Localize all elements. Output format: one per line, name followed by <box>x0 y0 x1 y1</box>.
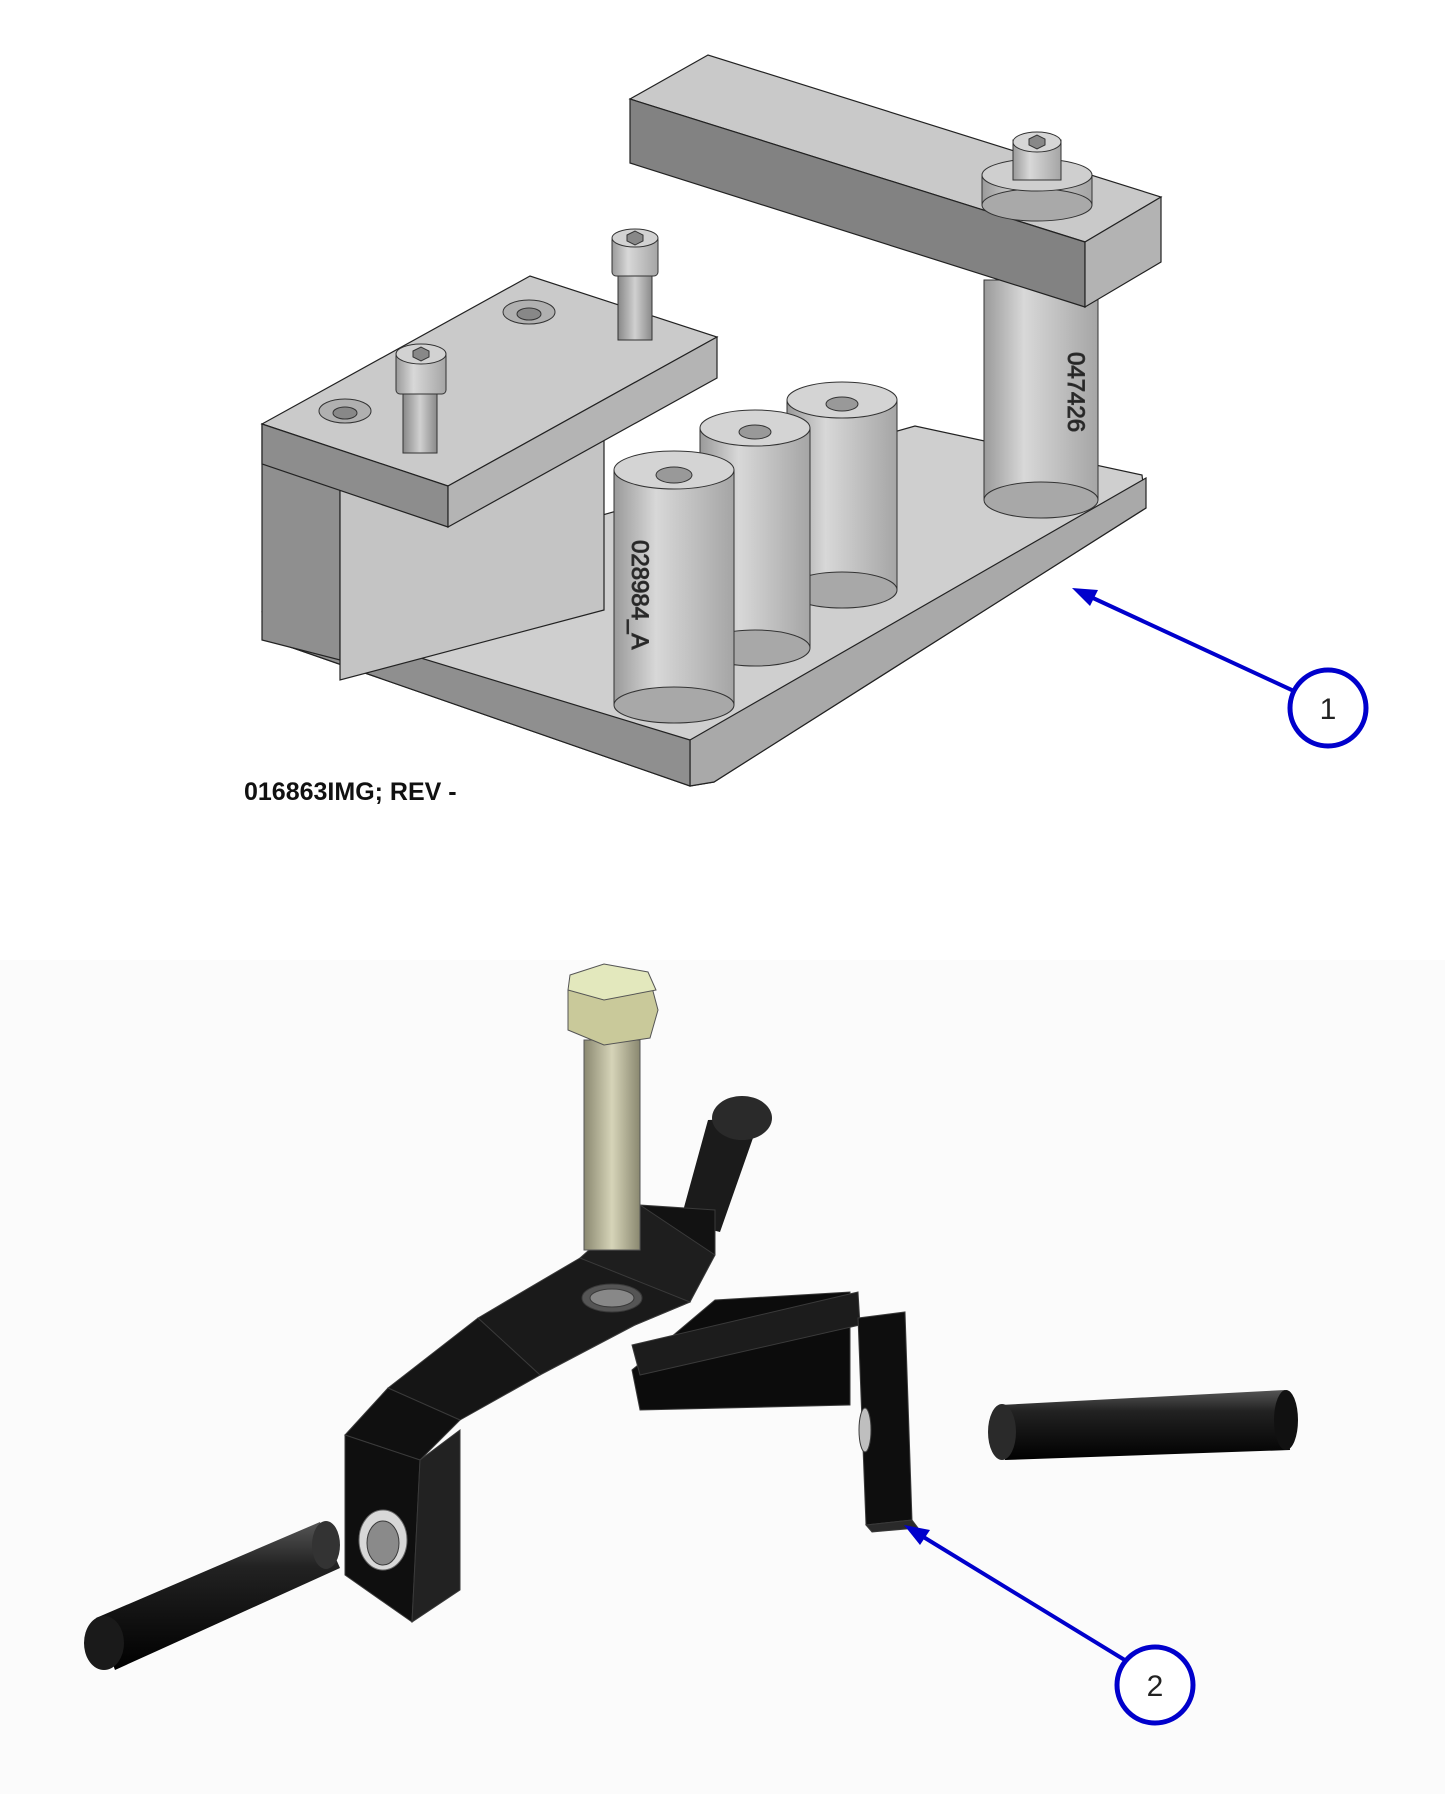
countersunk-hole <box>318 299 556 424</box>
upper-pin <box>680 1096 772 1232</box>
gray-fixture-drawing: 028984_A 047426 1 <box>260 54 1369 787</box>
front-spacer-marking: 028984_A <box>626 540 653 649</box>
arm-screw <box>981 131 1093 222</box>
spacer-front: 028984_A <box>613 450 735 724</box>
black-bracket-drawing: 2 <box>84 963 1298 1726</box>
callout-1-number: 1 <box>1320 693 1337 726</box>
bottom-illustration-panel: 2 <box>0 960 1445 1794</box>
figure-caption: 016863IMG; REV - <box>244 778 457 806</box>
tall-post: 047426 <box>983 279 1099 519</box>
left-pin <box>84 1521 340 1670</box>
clamp-plate <box>260 275 719 529</box>
right-pin <box>988 1390 1298 1460</box>
top-illustration-panel: 028984_A 047426 1 <box>244 54 1369 806</box>
hex-bolt <box>567 963 659 1251</box>
tall-post-marking: 047426 <box>1062 352 1089 432</box>
cap-screw <box>395 343 447 454</box>
callout-2-number: 2 <box>1147 1670 1164 1703</box>
callout-2: 2 <box>904 1525 1196 1726</box>
cap-screw <box>611 228 659 341</box>
callout-1: 1 <box>1072 588 1369 749</box>
black-bracket <box>344 1204 919 1623</box>
